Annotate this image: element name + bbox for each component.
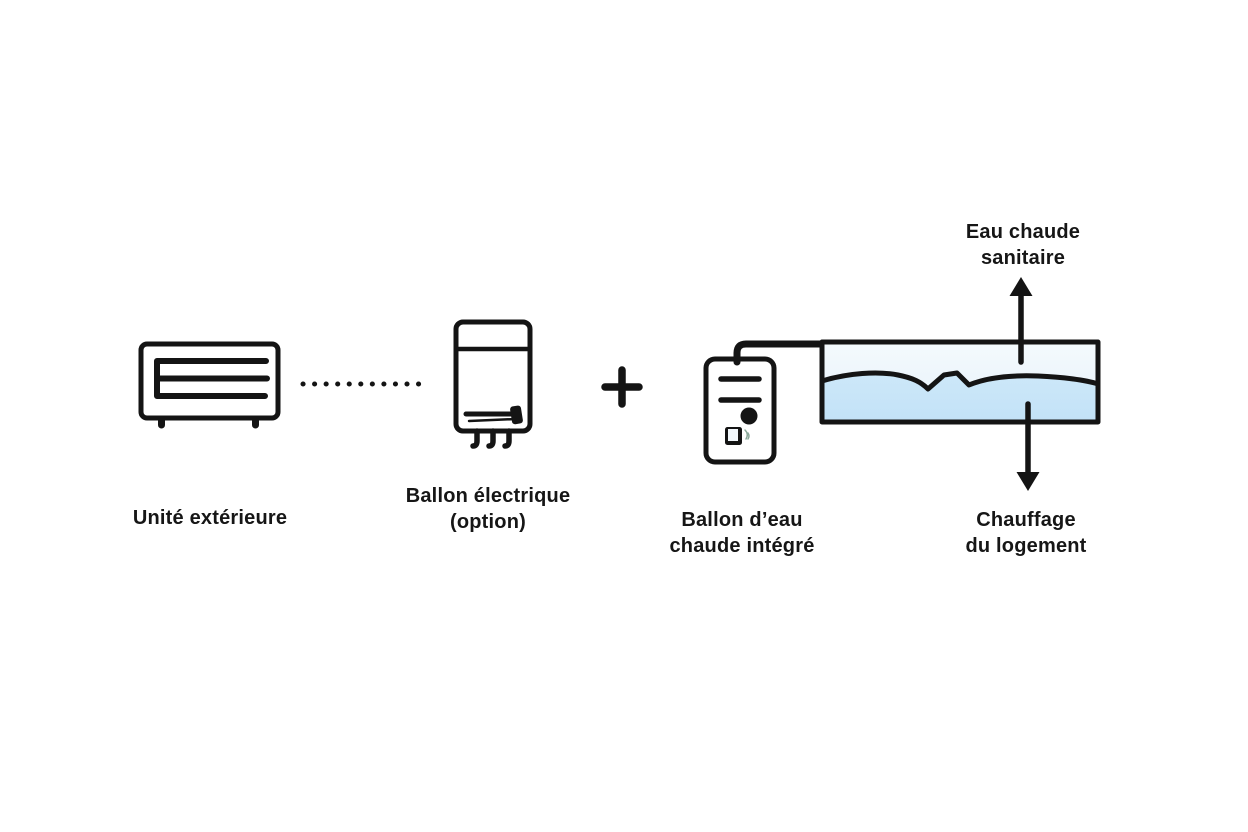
label-line: (option) xyxy=(449,511,526,533)
label-line: Unité extérieure xyxy=(132,507,288,529)
label-electric-tank: Ballon électrique (option) xyxy=(358,483,618,535)
label-outdoor-unit: Unité extérieure xyxy=(80,505,340,531)
heating-arrow-icon xyxy=(1016,401,1040,491)
label-line: Eau chaude xyxy=(965,221,1081,243)
label-line: Ballon électrique xyxy=(405,485,571,507)
plus-icon xyxy=(601,366,643,408)
water-tank-icon xyxy=(819,339,1101,425)
label-line: Ballon d’eau xyxy=(681,509,803,531)
label-line: chaude intégré xyxy=(669,535,815,557)
label-hot-water: Eau chaude sanitaire xyxy=(893,219,1153,271)
label-line: du logement xyxy=(965,535,1087,557)
connection-pipe xyxy=(733,340,830,366)
display-icon xyxy=(725,427,750,445)
outdoor-unit-icon xyxy=(138,341,281,429)
label-line: sanitaire xyxy=(980,247,1066,269)
electric-tank-icon xyxy=(453,319,533,449)
label-heating: Chauffage du logement xyxy=(896,507,1156,559)
integrated-tank-icon xyxy=(703,356,777,465)
tank-water-zone xyxy=(822,373,1098,420)
water-surface-wave xyxy=(819,370,1101,392)
label-integrated-tank: Ballon d’eau chaude intégré xyxy=(612,507,872,559)
hot-water-arrow-icon xyxy=(1009,277,1033,365)
label-line: Chauffage xyxy=(976,509,1076,531)
